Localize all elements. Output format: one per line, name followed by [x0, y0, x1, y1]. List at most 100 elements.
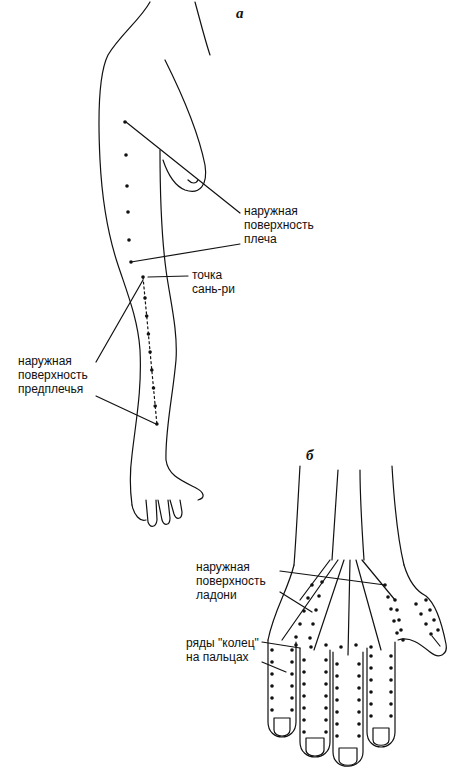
acupoint-dot: [302, 682, 306, 686]
hand-outline: [268, 565, 446, 656]
acupoint-dot: [270, 648, 274, 652]
acupoint-dot: [369, 690, 373, 694]
leader-line: [262, 571, 385, 672]
acupoint-dot: [290, 672, 294, 676]
tendon: [282, 560, 395, 655]
acupoint-dot: [324, 718, 328, 722]
acupoint-dot: [324, 706, 328, 710]
acupoint-dot: [324, 730, 328, 734]
acupoint-dot: [148, 350, 152, 354]
finger: [333, 652, 363, 766]
acupoint-dot: [335, 662, 339, 666]
acupoint-dot: [335, 734, 339, 738]
acupoint-dot: [357, 698, 361, 702]
acupoint-dot: [428, 608, 432, 612]
acupoint-dot: [270, 660, 274, 664]
acupoint-dot: [429, 632, 433, 636]
acupoint-dot: [393, 598, 397, 602]
acupoint-dot: [339, 645, 343, 649]
acupoint-dot: [324, 658, 328, 662]
acupoint-dot: [335, 686, 339, 690]
acupoint-dot: [320, 580, 324, 584]
acupoint-dot: [369, 678, 373, 682]
finger: [300, 648, 330, 757]
acupoint-dot: [383, 583, 387, 587]
acupoint-dot: [155, 422, 159, 426]
acupoint-dot: [306, 596, 310, 600]
acupoint-dot: [270, 684, 274, 688]
acupoint-dot: [369, 645, 373, 649]
panel-letter: а: [236, 6, 256, 20]
acupoint-dot: [386, 595, 390, 599]
acupoint-dot: [125, 184, 129, 188]
acupoint-dot: [357, 734, 361, 738]
acupoint-dot: [126, 210, 130, 214]
callout-label: наружная поверхность ладони: [196, 560, 276, 602]
arm-inner: [160, 150, 203, 500]
acupoint-dot: [399, 628, 403, 632]
callout-label: точка сань-ри: [192, 268, 252, 296]
acupoint-dot: [302, 670, 306, 674]
acupoint-dot: [302, 730, 306, 734]
acupoint-dot: [357, 686, 361, 690]
acupoint-dot: [389, 690, 393, 694]
wrist: [294, 466, 404, 565]
acupoint-dot: [294, 635, 298, 639]
finger: [367, 642, 395, 747]
finger: [268, 640, 296, 737]
acupoint-dot: [424, 622, 428, 626]
acupoint-dot: [294, 643, 298, 647]
acupoint-dot: [152, 386, 156, 390]
acupoint-dot: [432, 618, 436, 622]
arm-outline: [99, 2, 150, 505]
acupoint-dot: [392, 619, 396, 623]
acupoint-dot: [389, 654, 393, 658]
meridian-line: [143, 277, 157, 425]
acupoint-dot: [310, 583, 314, 587]
acupoint-dot: [290, 696, 294, 700]
acupoint-dot: [401, 638, 405, 642]
callout-label: наружная поверхность плеча: [244, 204, 324, 246]
nipple: [188, 180, 198, 183]
hand-a: [132, 500, 182, 526]
acupoint-dot: [302, 658, 306, 662]
acupoint-dot: [127, 238, 131, 242]
acupoint-dot: [302, 694, 306, 698]
acupoint-dot: [270, 708, 274, 712]
acupoint-dot: [317, 594, 321, 598]
acupoint-dot: [357, 674, 361, 678]
acupoint-dot: [424, 598, 428, 602]
acupoint-dot: [389, 678, 393, 682]
acupoint-dot: [290, 660, 294, 664]
collar: [195, 2, 210, 55]
acupoint-dot: [290, 648, 294, 652]
acupoint-dot: [324, 682, 328, 686]
acupoint-dot: [397, 618, 401, 622]
acupoint-dot: [357, 710, 361, 714]
acupoint-dot: [357, 662, 361, 666]
acupoint-dot: [389, 714, 393, 718]
acupoint-dot: [298, 622, 302, 626]
acupoint-dot: [290, 708, 294, 712]
acupoint-dot: [369, 714, 373, 718]
acupoint-dot: [335, 710, 339, 714]
acupoint-dot: [123, 120, 127, 124]
acupoint-dot: [314, 608, 318, 612]
acupoint-dot: [302, 718, 306, 722]
acupoint-dot: [414, 602, 418, 606]
acupoint-dot: [153, 404, 157, 408]
acupoint-dot: [335, 722, 339, 726]
acupoint-dot: [389, 702, 393, 706]
acupoint-dot: [302, 609, 306, 613]
acupoint-dot: [145, 314, 149, 318]
acupoint-dot: [124, 153, 128, 157]
acupoint-dot: [270, 696, 274, 700]
acupoint-dot: [335, 698, 339, 702]
acupoint-dot: [324, 670, 328, 674]
acupoint-dot: [389, 607, 393, 611]
callout-label: наружная поверхность предплечья: [18, 354, 98, 396]
acupoint-dot: [369, 666, 373, 670]
acupoint-dot: [395, 631, 399, 635]
acupoint-dot: [308, 636, 312, 640]
acupoint-dot: [357, 722, 361, 726]
